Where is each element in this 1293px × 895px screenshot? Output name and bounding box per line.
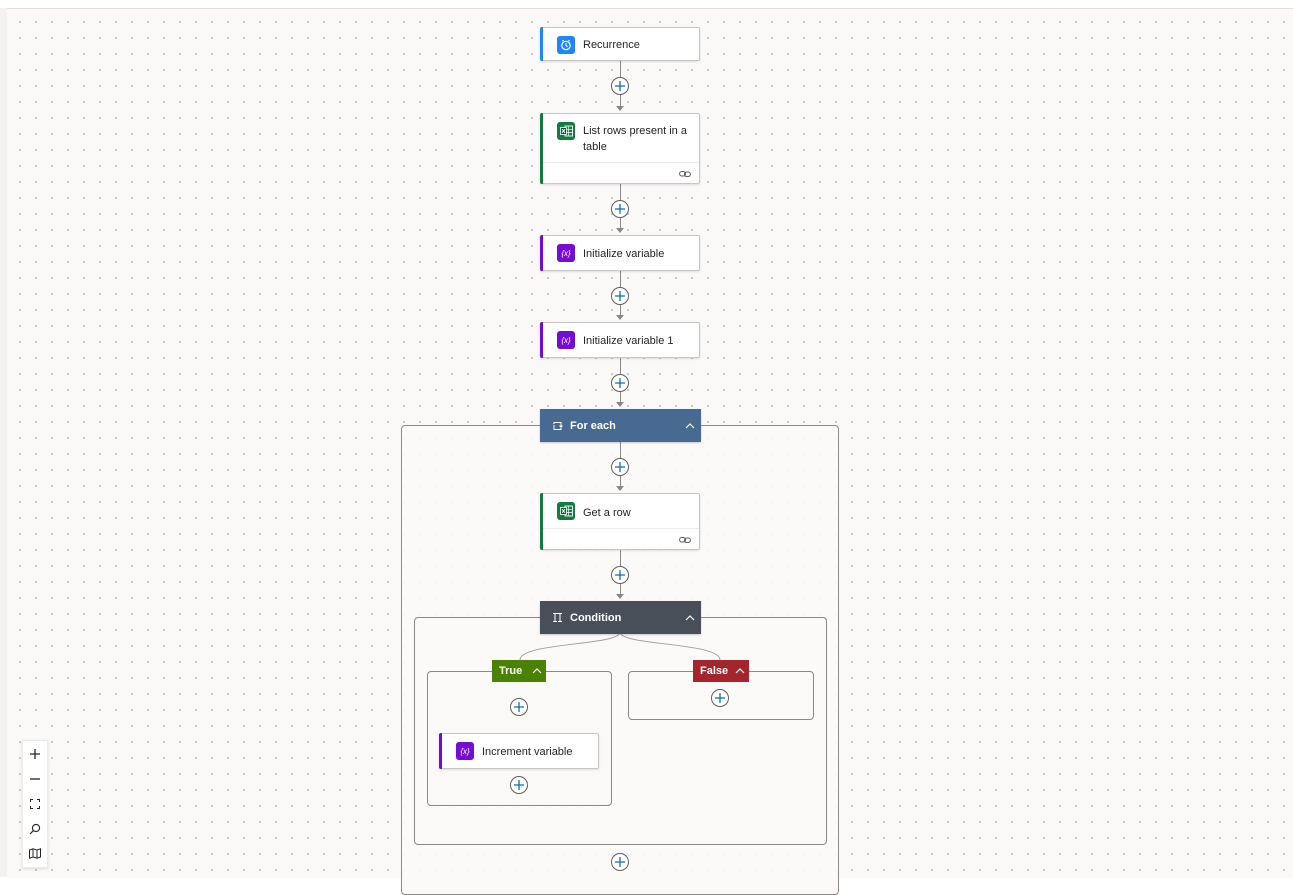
zoom-controls: [22, 740, 48, 868]
branch-connectors: [519, 632, 721, 661]
plus-icon: [615, 570, 625, 580]
excel-icon: [557, 122, 575, 140]
variable-icon: {x}: [557, 244, 575, 262]
add-step-button[interactable]: [611, 458, 629, 476]
connector-arrow: [616, 106, 624, 111]
plus-icon: [615, 462, 625, 472]
search-icon: [29, 823, 41, 834]
connector-arrow: [616, 402, 624, 407]
list-rows-step[interactable]: List rows present in a table: [540, 113, 700, 184]
plus-icon: [615, 291, 625, 301]
connector-arrow: [616, 315, 624, 320]
connection-link-icon: [679, 171, 691, 177]
step-accent: [540, 235, 543, 271]
plus-icon: [514, 702, 524, 712]
step-accent: [540, 27, 543, 61]
collapse-chevron-icon[interactable]: [528, 668, 546, 674]
step-accent: [439, 733, 442, 769]
collapse-chevron-icon[interactable]: [731, 668, 749, 674]
step-title: List rows present in a table: [583, 125, 687, 153]
minimap-icon: [29, 848, 41, 859]
step-accent: [540, 322, 543, 358]
initialize-variable-1-step[interactable]: {x} Initialize variable 1: [540, 322, 700, 358]
step-title: Initialize variable: [583, 248, 665, 260]
step-footer: [543, 162, 699, 183]
add-step-button[interactable]: [611, 77, 629, 95]
false-branch-tag[interactable]: False: [693, 660, 749, 682]
zoom-out-icon: [30, 777, 40, 780]
add-step-button[interactable]: [611, 566, 629, 584]
search-button[interactable]: [23, 816, 47, 841]
loop-icon: [552, 420, 564, 432]
plus-icon: [615, 378, 625, 388]
plus-icon: [715, 693, 725, 703]
step-footer: [543, 528, 699, 549]
plus-icon: [615, 81, 625, 91]
collapse-chevron-icon[interactable]: [679, 409, 701, 442]
minimap-button[interactable]: [23, 841, 47, 866]
add-step-button[interactable]: [611, 200, 629, 218]
connector-arrow: [616, 594, 624, 599]
plus-icon: [615, 204, 625, 214]
get-a-row-step[interactable]: Get a row: [540, 493, 700, 550]
step-title: Increment variable: [482, 746, 573, 758]
add-step-button[interactable]: [611, 853, 629, 871]
connector-arrow: [616, 486, 624, 491]
step-title: Get a row: [583, 507, 631, 519]
zoom-out-button[interactable]: [23, 766, 47, 791]
false-branch-label: False: [700, 665, 729, 677]
fit-view-button[interactable]: [23, 791, 47, 816]
clock-icon: [557, 36, 575, 54]
step-title: Initialize variable 1: [583, 335, 674, 347]
for-each-title: For each: [570, 419, 616, 432]
initialize-variable-step[interactable]: {x} Initialize variable: [540, 235, 700, 271]
plus-icon: [514, 780, 524, 790]
excel-icon: [557, 502, 575, 520]
variable-icon: {x}: [456, 742, 474, 760]
for-each-header[interactable]: For each: [540, 409, 701, 442]
add-step-button[interactable]: [611, 287, 629, 305]
recurrence-step[interactable]: Recurrence: [540, 27, 700, 61]
step-title: Recurrence: [583, 39, 640, 51]
true-branch-tag[interactable]: True: [492, 660, 546, 682]
add-step-button[interactable]: [510, 776, 528, 794]
condition-title: Condition: [570, 611, 622, 624]
increment-variable-step[interactable]: {x} Increment variable: [439, 733, 599, 769]
plus-icon: [615, 857, 625, 867]
step-accent: [540, 113, 543, 184]
condition-icon: [552, 612, 564, 624]
true-branch-label: True: [499, 665, 523, 677]
condition-header[interactable]: Condition: [540, 601, 701, 634]
connector-arrow: [616, 228, 624, 233]
zoom-in-button[interactable]: [23, 741, 47, 766]
fit-view-icon: [30, 798, 40, 809]
variable-icon: {x}: [557, 331, 575, 349]
collapse-chevron-icon[interactable]: [679, 601, 701, 634]
top-edge: [0, 0, 1293, 8]
add-step-button[interactable]: [711, 689, 729, 707]
add-step-button[interactable]: [510, 698, 528, 716]
add-step-button[interactable]: [611, 374, 629, 392]
step-accent: [540, 493, 543, 550]
zoom-in-icon: [30, 748, 40, 759]
connection-link-icon: [679, 537, 691, 543]
